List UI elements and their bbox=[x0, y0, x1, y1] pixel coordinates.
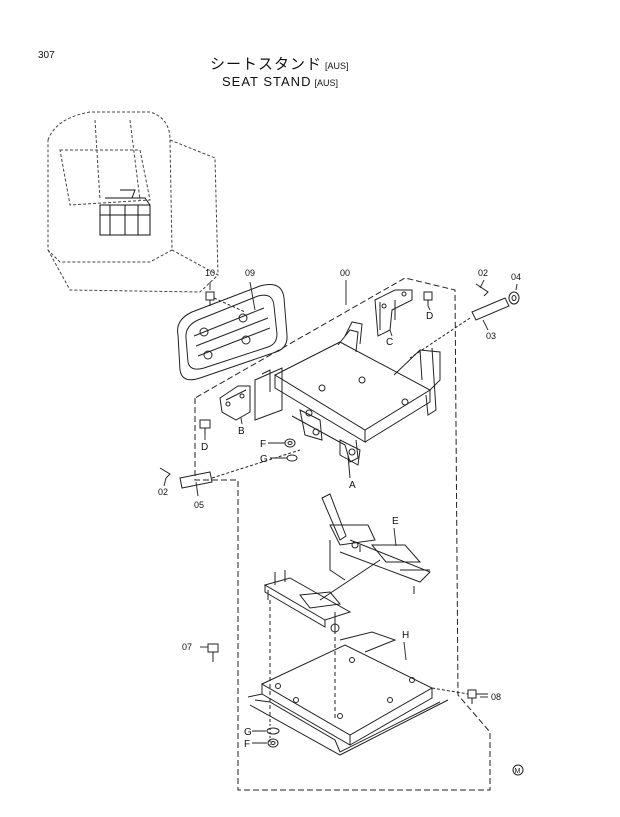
label-leaders bbox=[163, 279, 518, 698]
callout-a: A bbox=[349, 480, 356, 491]
callout-g-lower: G bbox=[244, 727, 252, 738]
label-05: 05 bbox=[194, 500, 204, 510]
slide-rail-lower bbox=[263, 570, 352, 633]
washer-f-lower bbox=[252, 738, 279, 748]
part-07-bolt bbox=[207, 643, 219, 662]
part-08-bolt bbox=[431, 687, 488, 704]
washer-f-upper bbox=[268, 438, 296, 448]
label-00: 00 bbox=[340, 268, 350, 278]
title-en-region-tag: [AUS] bbox=[314, 78, 338, 88]
label-02-left: 02 bbox=[158, 487, 168, 497]
footer-mark-circle bbox=[512, 764, 524, 776]
title-jp-text: シートスタンド bbox=[210, 56, 323, 73]
callout-f-lower: F bbox=[244, 739, 250, 750]
callout-h: H bbox=[402, 630, 409, 641]
page-title-japanese: シートスタンド[AUS] bbox=[210, 53, 349, 74]
pin-03-assembly bbox=[409, 283, 520, 359]
washer-g-lower bbox=[252, 727, 280, 735]
pin-05-assembly bbox=[159, 449, 301, 489]
assembly-00-boundary bbox=[194, 277, 491, 791]
title-en-text: SEAT STAND bbox=[222, 74, 312, 89]
label-07: 07 bbox=[182, 642, 192, 652]
label-08: 08 bbox=[491, 692, 501, 702]
callout-d-left: D bbox=[201, 442, 208, 453]
bracket-b bbox=[219, 385, 251, 421]
callout-d-right: D bbox=[426, 311, 433, 322]
label-03: 03 bbox=[486, 331, 496, 341]
bolt-d-left bbox=[199, 419, 211, 434]
callout-e: E bbox=[392, 516, 399, 527]
label-02-top: 02 bbox=[478, 268, 488, 278]
part-09-side-plate bbox=[177, 284, 288, 381]
callout-f-upper: F bbox=[260, 439, 266, 450]
label-10: 10 bbox=[205, 268, 215, 278]
leader-a bbox=[347, 454, 351, 479]
bracket-c bbox=[374, 289, 413, 337]
part-10-bolt bbox=[205, 291, 246, 313]
slide-rail-e bbox=[319, 493, 431, 601]
bolt-d-right bbox=[423, 291, 433, 306]
label-09: 09 bbox=[245, 268, 255, 278]
plate-h bbox=[247, 631, 449, 756]
seat-stand-frame bbox=[254, 321, 441, 466]
footer-mark: M bbox=[515, 768, 521, 775]
callout-b: B bbox=[238, 426, 245, 437]
washer-g-upper bbox=[270, 454, 298, 462]
cab-overview-thumbnail bbox=[47, 111, 219, 293]
cab-seat-highlight bbox=[99, 189, 151, 236]
callout-c: C bbox=[386, 337, 393, 348]
callout-g-upper: G bbox=[260, 454, 268, 465]
page-number: 307 bbox=[38, 50, 55, 61]
label-04: 04 bbox=[511, 272, 521, 282]
page-title-english: SEAT STAND[AUS] bbox=[222, 74, 338, 89]
title-jp-region-tag: [AUS] bbox=[325, 61, 349, 71]
